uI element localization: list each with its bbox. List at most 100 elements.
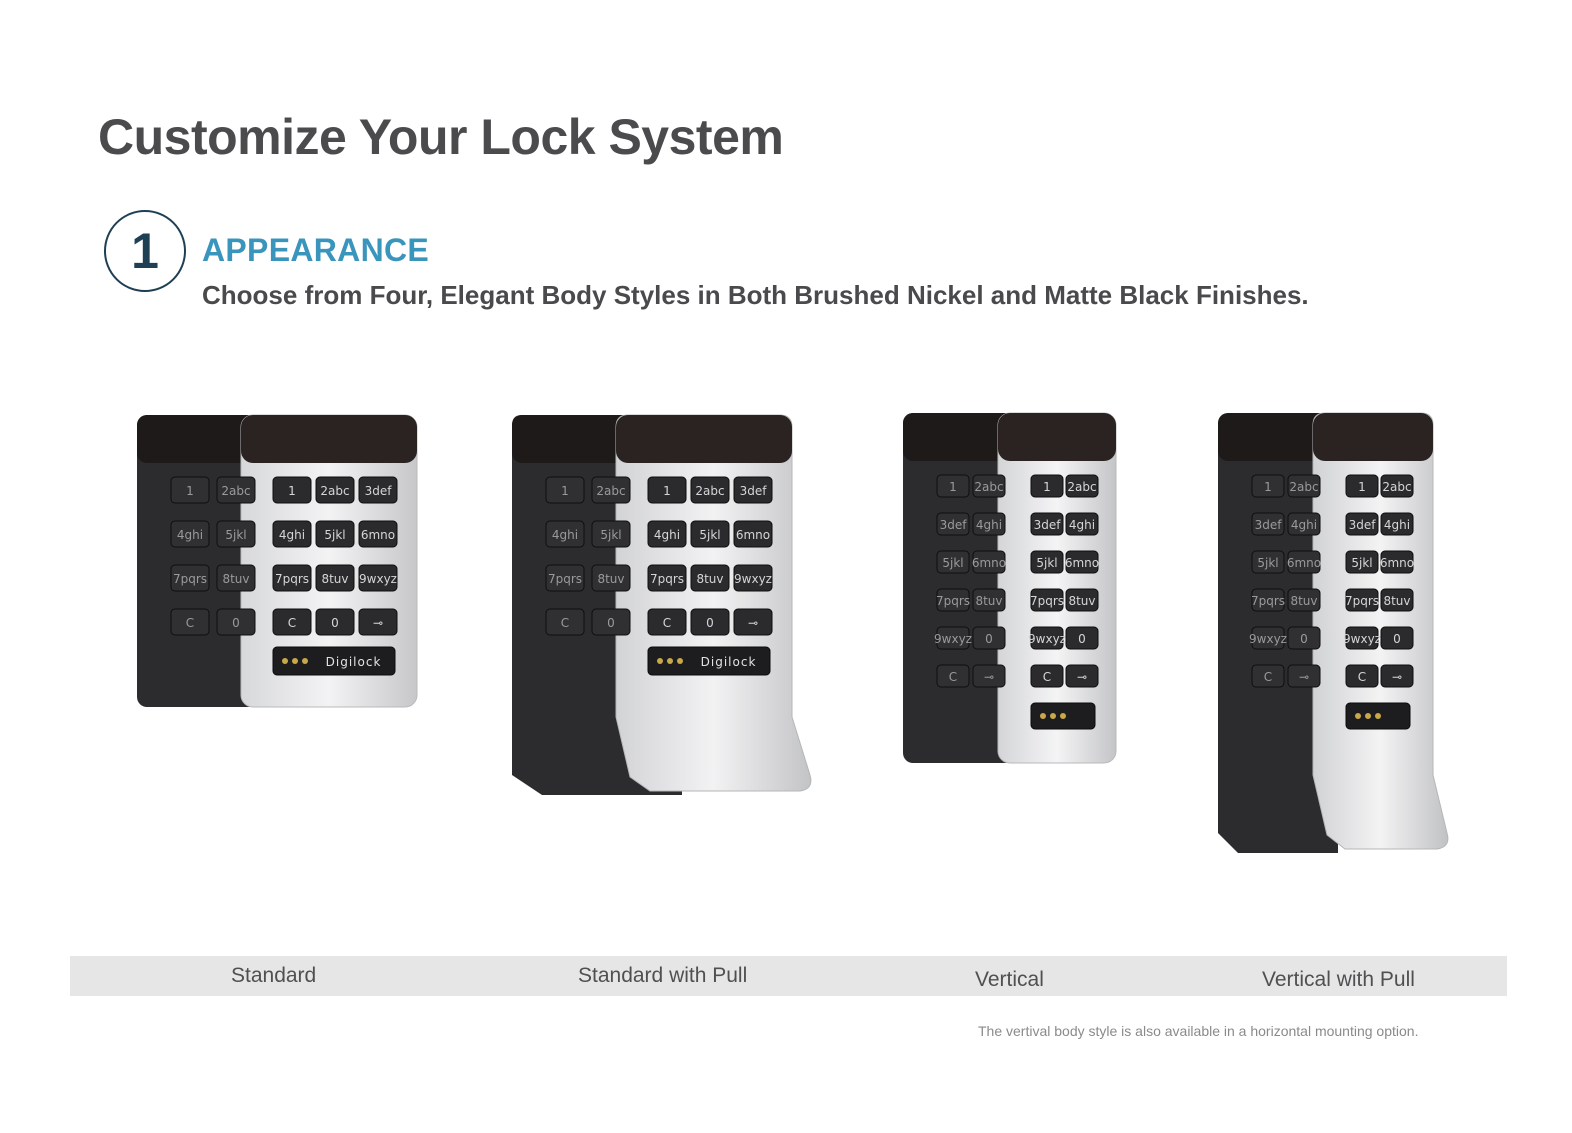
back-key: 2abc — [216, 476, 256, 504]
svg-text:0: 0 — [706, 616, 714, 630]
step-number: 1 — [131, 223, 159, 279]
front-key: 4ghi — [1065, 512, 1099, 536]
back-key: 6mno — [1287, 550, 1321, 574]
svg-text:3def: 3def — [1034, 518, 1062, 532]
back-key: 1 — [170, 476, 210, 504]
svg-text:4ghi: 4ghi — [552, 528, 578, 542]
brand-plate — [1030, 702, 1096, 730]
brand-plate — [1345, 702, 1411, 730]
front-key: 0 — [1065, 626, 1099, 650]
back-key: 0 — [1287, 626, 1321, 650]
svg-text:4ghi: 4ghi — [1069, 518, 1095, 532]
svg-text:8tuv: 8tuv — [222, 572, 249, 586]
svg-text:7pqrs: 7pqrs — [548, 572, 582, 586]
svg-text:5jkl: 5jkl — [1036, 556, 1057, 570]
svg-text:0: 0 — [232, 616, 240, 630]
front-key: C — [647, 608, 687, 636]
back-key: 5jkl — [936, 550, 970, 574]
front-key: C — [1030, 664, 1064, 688]
back-key: 7pqrs — [170, 564, 210, 592]
front-key: 1 — [1345, 474, 1379, 498]
svg-text:C: C — [1264, 670, 1272, 684]
svg-text:4ghi: 4ghi — [1384, 518, 1410, 532]
svg-text:0: 0 — [1078, 632, 1086, 646]
svg-text:2abc: 2abc — [1289, 480, 1318, 494]
back-key: 7pqrs — [1251, 588, 1285, 612]
back-key: 4ghi — [1287, 512, 1321, 536]
svg-text:⊸: ⊸ — [1392, 670, 1402, 684]
svg-text:0: 0 — [1393, 632, 1401, 646]
svg-text:1: 1 — [1358, 480, 1366, 494]
svg-text:7pqrs: 7pqrs — [275, 572, 309, 586]
front-key: ⊸ — [1065, 664, 1099, 688]
front-key: 0 — [315, 608, 355, 636]
label-vertical: Vertical — [975, 968, 1044, 991]
front-key: 5jkl — [1345, 550, 1379, 574]
back-key: C — [545, 608, 585, 636]
svg-text:6mno: 6mno — [361, 528, 395, 542]
svg-text:0: 0 — [985, 632, 993, 646]
front-key: 9wxyz — [358, 564, 398, 592]
svg-text:1: 1 — [186, 484, 194, 498]
front-key: 8tuv — [315, 564, 355, 592]
svg-text:5jkl: 5jkl — [942, 556, 963, 570]
front-key: 8tuv — [1380, 588, 1414, 612]
front-key: 1 — [272, 476, 312, 504]
back-key: 7pqrs — [936, 588, 970, 612]
svg-text:0: 0 — [331, 616, 339, 630]
svg-text:⊸: ⊸ — [1077, 670, 1087, 684]
back-key: C — [170, 608, 210, 636]
back-key: 0 — [216, 608, 256, 636]
svg-text:2abc: 2abc — [320, 484, 349, 498]
svg-text:5jkl: 5jkl — [1351, 556, 1372, 570]
front-key: 2abc — [690, 476, 730, 504]
svg-text:0: 0 — [1300, 632, 1308, 646]
svg-text:2abc: 2abc — [974, 480, 1003, 494]
back-key: 4ghi — [170, 520, 210, 548]
label-standard: Standard — [231, 964, 317, 987]
back-key: C — [936, 664, 970, 688]
svg-text:9wxyz: 9wxyz — [1028, 632, 1066, 646]
front-key: 6mno — [358, 520, 398, 548]
front-key: 7pqrs — [1345, 588, 1379, 612]
svg-text:⊸: ⊸ — [984, 670, 994, 684]
svg-text:6mno: 6mno — [1380, 556, 1414, 570]
svg-text:C: C — [663, 616, 671, 630]
svg-text:4ghi: 4ghi — [279, 528, 305, 542]
svg-text:4ghi: 4ghi — [976, 518, 1002, 532]
back-key: 8tuv — [972, 588, 1006, 612]
page-title: Customize Your Lock System — [98, 109, 784, 165]
svg-text:9wxyz: 9wxyz — [934, 632, 972, 646]
svg-text:7pqrs: 7pqrs — [936, 594, 970, 608]
svg-text:2abc: 2abc — [596, 484, 625, 498]
svg-text:1: 1 — [949, 480, 957, 494]
section-subtitle: Choose from Four, Elegant Body Styles in… — [202, 280, 1309, 310]
front-key: 8tuv — [1065, 588, 1099, 612]
back-key: 1 — [545, 476, 585, 504]
back-key: 8tuv — [591, 564, 631, 592]
svg-text:9wxyz: 9wxyz — [1343, 632, 1381, 646]
svg-text:3def: 3def — [1255, 518, 1283, 532]
front-key: 1 — [647, 476, 687, 504]
front-key: 5jkl — [315, 520, 355, 548]
front-key: C — [272, 608, 312, 636]
front-key: 9wxyz — [1343, 626, 1381, 650]
front-key: 7pqrs — [1030, 588, 1064, 612]
front-key: 9wxyz — [1028, 626, 1066, 650]
svg-text:0: 0 — [607, 616, 615, 630]
front-key: ⊸ — [1380, 664, 1414, 688]
section-title: APPEARANCE — [202, 232, 430, 268]
svg-text:9wxyz: 9wxyz — [1249, 632, 1287, 646]
svg-text:5jkl: 5jkl — [324, 528, 345, 542]
front-key: 3def — [358, 476, 398, 504]
back-key: 7pqrs — [545, 564, 585, 592]
back-key: ⊸ — [1287, 664, 1321, 688]
back-key: ⊸ — [972, 664, 1006, 688]
svg-text:2abc: 2abc — [1067, 480, 1096, 494]
front-key: 9wxyz — [733, 564, 773, 592]
front-key: 2abc — [1065, 474, 1099, 498]
front-key: 3def — [1345, 512, 1379, 536]
